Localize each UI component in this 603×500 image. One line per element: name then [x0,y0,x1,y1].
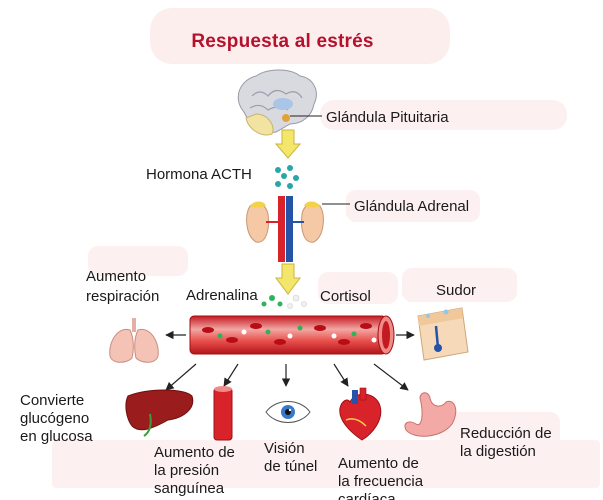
heart-icon [339,387,382,441]
sweat-label: Sudor [436,282,477,299]
acth-label: Hormona ACTH [146,166,252,183]
brain-icon [237,69,322,136]
down-arrow-icon [274,129,302,159]
eye-icon [265,401,311,423]
liver-icon [125,389,194,437]
breathing-label: Aumento respiración [86,268,160,305]
adrenal-label-bg [346,190,480,222]
adrenal-gland-icon [246,196,350,262]
cortisol-label: Cortisol [320,288,371,305]
hormone-dots [261,294,307,309]
adrenaline-label: Adrenalina [186,287,258,304]
artery-icon [213,386,233,441]
tunnel-label: Visión de túnel [264,440,318,475]
heart-rate-label: Aumento de la frecuencia cardíaca [338,455,424,500]
glycogen-label: Convierte glucógeno en glucosa [20,392,93,445]
acth-dots [275,165,299,189]
digestion-label-bg [440,412,560,472]
blood-vessel-icon [189,315,395,355]
title-box [150,8,450,64]
cortisol-label-bg [318,272,398,304]
lungs-icon [109,318,159,363]
pituitary-label: Glándula Pituitaria [326,109,449,126]
digestion-label: Reducción de la digestión [460,425,552,460]
breathing-label-bg [88,246,188,276]
stomach-icon [404,392,457,437]
sweat-label-bg [402,268,517,302]
down-arrow-icon [275,263,301,295]
pituitary-label-bg [320,100,567,130]
page-title: Respuesta al estrés [191,31,374,52]
pressure-label: Aumento de la presión sanguínea [154,444,235,497]
skin-sweat-icon [417,307,469,361]
adrenal-label: Glándula Adrenal [354,198,470,215]
